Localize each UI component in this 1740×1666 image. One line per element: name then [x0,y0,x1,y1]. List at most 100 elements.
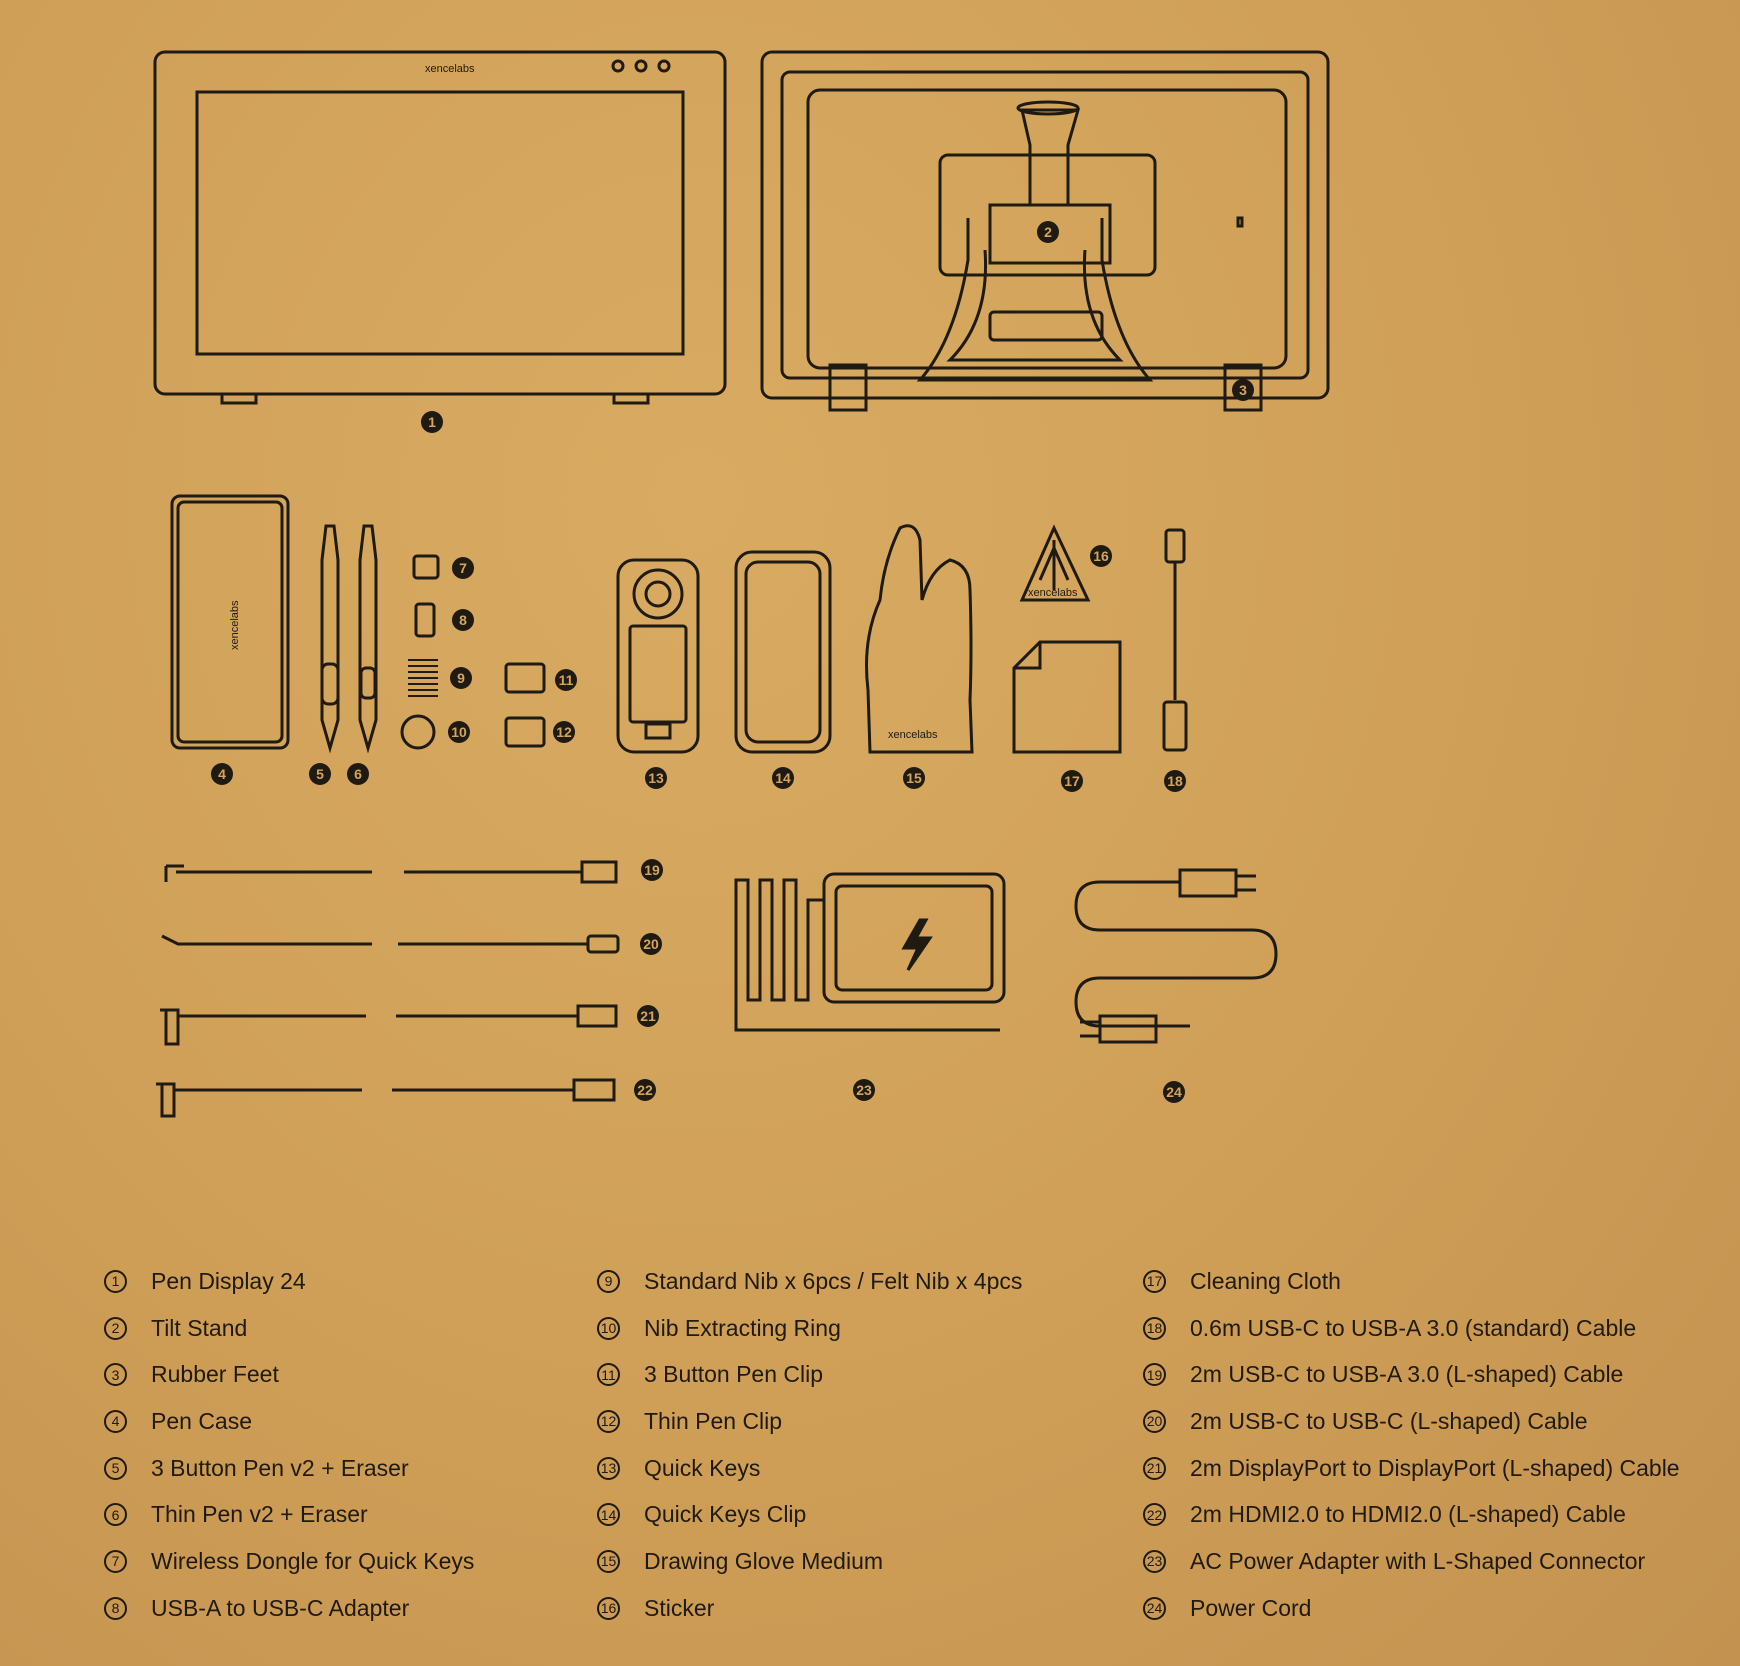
callout-15: 15 [903,767,925,789]
legend-item: 9 Standard Nib x 6pcs / Felt Nib x 4pcs [597,1258,1022,1305]
svg-text:1: 1 [428,414,436,430]
svg-text:19: 19 [644,862,660,878]
legend-label: Thin Pen Clip [644,1407,783,1434]
legend-label: Rubber Feet [151,1361,279,1388]
svg-text:13: 13 [648,770,664,786]
legend-number-badge: 12 [597,1409,620,1433]
power-cord [1074,868,1278,1044]
legend-item: 22 2m HDMI2.0 to HDMI2.0 (L-shaped) Cable [1143,1491,1680,1538]
brand-logo-glove: xencelabs [888,729,938,741]
svg-text:4: 4 [218,766,226,782]
svg-text:22: 22 [637,1082,653,1098]
legend-number-badge: 1 [104,1269,127,1293]
callout-2: 2 [1037,221,1059,243]
legend-number-badge: 15 [597,1549,620,1573]
svg-text:5: 5 [316,766,324,782]
legend-item: 11 3 Button Pen Clip [597,1351,1022,1398]
legend-item: 10 Nib Extracting Ring [597,1305,1022,1352]
legend-number-badge: 16 [597,1596,620,1620]
legend-label: AC Power Adapter with L-Shaped Connector [1190,1547,1646,1574]
legend-label: Nib Extracting Ring [644,1314,841,1341]
callout-18: 18 [1164,770,1186,792]
legend-label: 2m DisplayPort to DisplayPort (L-shaped)… [1190,1454,1680,1481]
svg-text:10: 10 [451,724,467,740]
legend-number-badge: 7 [104,1549,127,1573]
legend-number-badge: 9 [597,1269,620,1293]
svg-text:16: 16 [1093,548,1109,564]
svg-text:14: 14 [775,770,791,786]
long-cables [156,860,620,1118]
svg-text:9: 9 [457,670,465,686]
callout-9: 9 [450,667,472,689]
callout-22: 22 [634,1079,656,1101]
brand-logo-sticker: xencelabs [1028,587,1078,599]
legend-item: 1 Pen Display 24 [104,1258,474,1305]
callout-11: 11 [555,669,577,691]
legend-label: Standard Nib x 6pcs / Felt Nib x 4pcs [644,1267,1023,1294]
callout-16: 16 [1090,545,1112,567]
callout-10: 10 [448,721,470,743]
legend-number-badge: 17 [1143,1269,1166,1293]
legend-number-badge: 6 [104,1503,127,1527]
callout-24: 24 [1163,1081,1185,1103]
svg-text:23: 23 [856,1082,872,1098]
svg-text:7: 7 [459,560,467,576]
legend-column-2: 9 Standard Nib x 6pcs / Felt Nib x 4pcs 10… [597,1258,1022,1632]
svg-text:11: 11 [559,672,574,688]
legend-number-badge: 21 [1143,1456,1166,1480]
legend-label: 2m USB-C to USB-C (L-shaped) Cable [1190,1407,1588,1434]
legend-item: 7 Wireless Dongle for Quick Keys [104,1538,474,1585]
svg-text:17: 17 [1064,773,1080,789]
svg-text:6: 6 [354,766,362,782]
svg-text:3: 3 [1239,382,1247,398]
pen-display-back [760,50,1330,412]
legend-label: 2m USB-C to USB-A 3.0 (L-shaped) Cable [1190,1361,1624,1388]
callout-12: 12 [553,721,575,743]
legend-label: 3 Button Pen Clip [644,1361,824,1388]
power-adapter [734,872,1006,1032]
legend-item: 8 USB-A to USB-C Adapter [104,1585,474,1632]
legend-number-badge: 24 [1143,1596,1166,1620]
drawing-glove: xencelabs [865,524,974,754]
svg-text:21: 21 [640,1008,656,1024]
legend-label: 3 Button Pen v2 + Eraser [151,1454,409,1481]
legend-number-badge: 10 [597,1316,620,1340]
callout-21: 21 [637,1005,659,1027]
brand-logo-case: xencelabs [229,600,241,650]
legend-label: Thin Pen v2 + Eraser [151,1501,368,1528]
legend-number-badge: 14 [597,1503,620,1527]
legend-label: 0.6m USB-C to USB-A 3.0 (standard) Cable [1190,1314,1637,1341]
legend-number-badge: 22 [1143,1503,1166,1527]
legend-item: 6 Thin Pen v2 + Eraser [104,1491,474,1538]
callout-23: 23 [853,1079,875,1101]
legend-label: 2m HDMI2.0 to HDMI2.0 (L-shaped) Cable [1190,1501,1626,1528]
legend-label: USB-A to USB-C Adapter [151,1594,410,1621]
svg-text:2: 2 [1044,224,1052,240]
legend-label: Wireless Dongle for Quick Keys [151,1547,475,1574]
legend-label: Pen Display 24 [151,1267,306,1294]
callout-4: 4 [211,763,233,785]
legend-number-badge: 23 [1143,1549,1166,1573]
quick-keys [616,558,700,754]
callout-3: 3 [1232,379,1254,401]
legend-item: 3 Rubber Feet [104,1351,474,1398]
callout-8: 8 [452,609,474,631]
svg-text:24: 24 [1166,1084,1182,1100]
legend-number-badge: 3 [104,1363,127,1387]
legend-number-badge: 4 [104,1409,127,1433]
legend-label: Sticker [644,1594,715,1621]
legend-number-badge: 20 [1143,1409,1166,1433]
pen-case: xencelabs [170,494,290,750]
callout-6: 6 [347,763,369,785]
legend-number-badge: 11 [597,1363,620,1387]
svg-text:12: 12 [556,724,572,740]
legend-number-badge: 8 [104,1596,127,1620]
